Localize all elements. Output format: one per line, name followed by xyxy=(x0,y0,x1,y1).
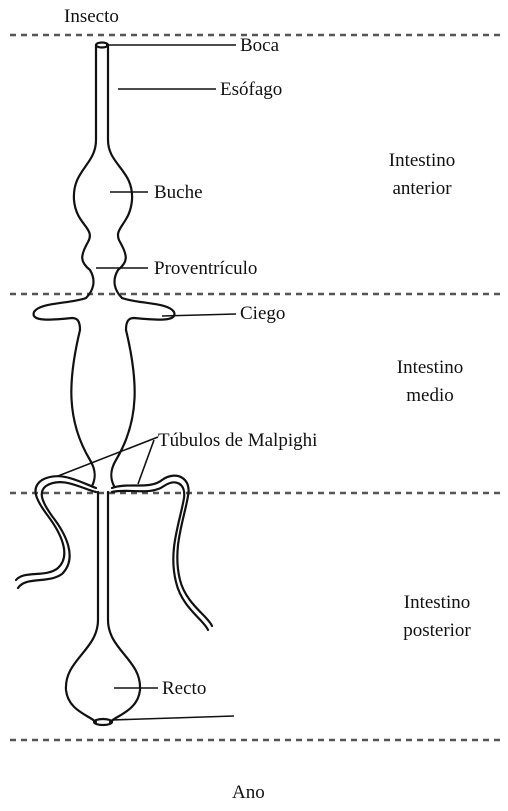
hindgut-left-wall xyxy=(66,492,98,722)
leader-ano xyxy=(112,716,234,720)
region-anterior-line1: Intestino xyxy=(372,150,472,172)
foregut-left-wall xyxy=(74,45,96,298)
right-malpighian-tubule xyxy=(112,476,212,626)
region-medio-line2: medio xyxy=(380,385,480,407)
leader-tubulos-right xyxy=(138,440,154,484)
foregut-right-wall xyxy=(108,45,132,298)
right-malpighian-tubule-inner xyxy=(112,482,208,630)
region-posterior-line2: posterior xyxy=(382,620,492,642)
left-malpighian-tubule-inner xyxy=(18,482,96,588)
label-boca: Boca xyxy=(240,35,279,57)
anus-label: Ano xyxy=(232,782,265,804)
region-anterior: Intestino anterior xyxy=(372,150,472,200)
region-posterior: Intestino posterior xyxy=(382,592,492,642)
region-medio-line1: Intestino xyxy=(380,357,480,379)
region-posterior-line1: Intestino xyxy=(382,592,492,614)
leader-ciego xyxy=(162,314,236,316)
label-ciego: Ciego xyxy=(240,303,285,325)
right-caecum xyxy=(122,298,174,330)
left-caecum xyxy=(34,298,86,330)
insect-title: Insecto xyxy=(64,6,119,28)
left-malpighian-tubule xyxy=(16,476,96,580)
midgut-right-wall xyxy=(111,330,134,486)
label-buche: Buche xyxy=(154,182,203,204)
label-esofago: Esófago xyxy=(220,79,282,101)
label-tubulos-malpighi: Túbulos de Malpighi xyxy=(158,430,317,452)
region-anterior-line2: anterior xyxy=(372,178,472,200)
region-medio: Intestino medio xyxy=(380,357,480,407)
label-proventriculo: Proventrículo xyxy=(154,258,257,280)
label-recto: Recto xyxy=(162,678,206,700)
